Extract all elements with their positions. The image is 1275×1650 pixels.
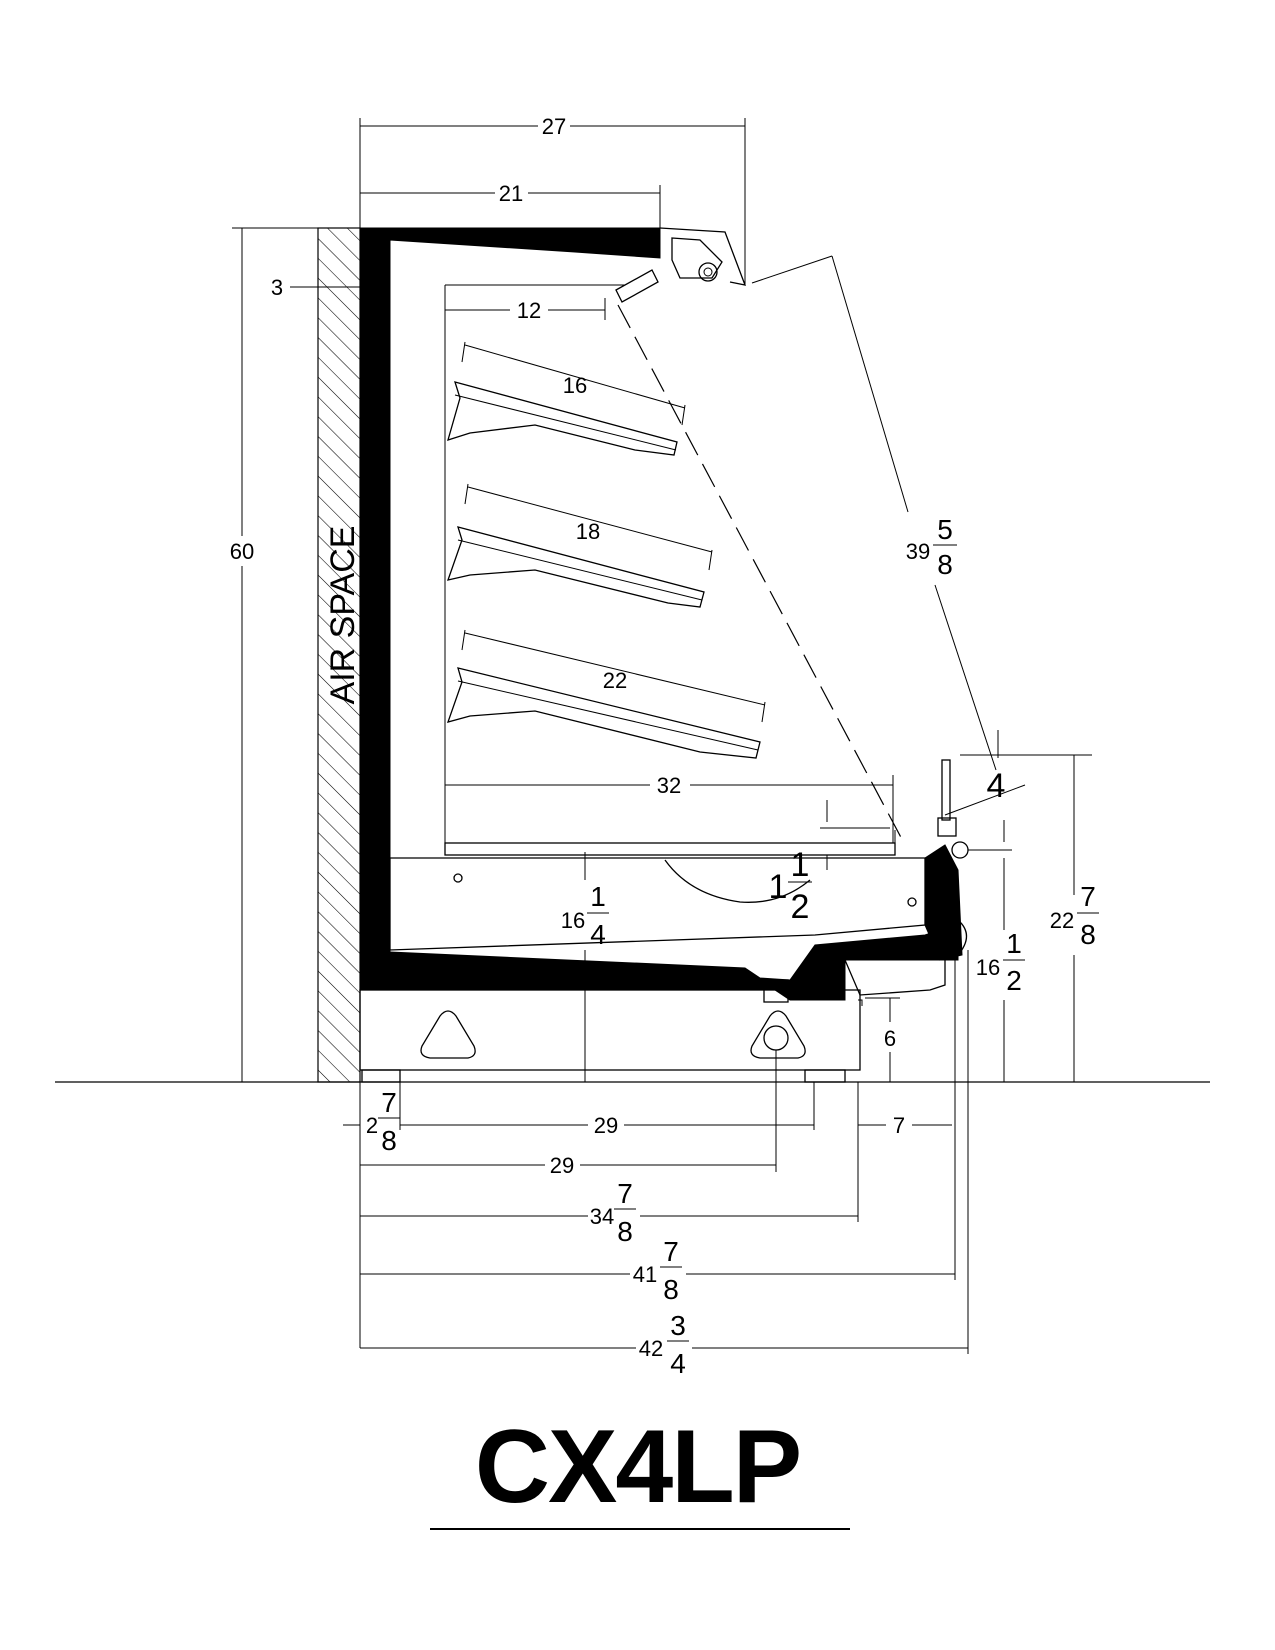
canopy-light-icon xyxy=(698,262,718,282)
model-title: CX4LP xyxy=(474,1409,802,1525)
dim-34-7-8-whole: 34 xyxy=(590,1204,614,1229)
bumper-cap xyxy=(937,817,957,837)
deck-box xyxy=(389,857,926,951)
drain-icon xyxy=(763,1025,789,1051)
dim-21: 21 xyxy=(499,181,523,206)
dim-16-1-2-whole: 16 xyxy=(976,955,1000,980)
dim-22: 22 xyxy=(603,668,627,693)
dim-4: 4 xyxy=(987,767,1006,805)
dim-34-7-8-num: 7 xyxy=(617,1178,633,1209)
dim-41-7-8-den: 8 xyxy=(663,1274,679,1305)
deck-hole-left xyxy=(453,873,463,883)
base-vent-left xyxy=(420,1010,476,1059)
dim-39-num: 5 xyxy=(937,514,953,545)
shelf-2 xyxy=(446,526,705,608)
dim-41-7-8-num: 7 xyxy=(663,1236,679,1267)
dim-34-7-8-den: 8 xyxy=(617,1216,633,1247)
dim-2-7-8-den: 8 xyxy=(381,1125,397,1156)
dim-3: 3 xyxy=(271,275,283,300)
dim-22-7-8-den: 8 xyxy=(1080,919,1096,950)
shelf-3 xyxy=(446,667,761,759)
base-frame xyxy=(359,989,861,1071)
dim-60: 60 xyxy=(230,539,254,564)
dim-16-1-2-num: 1 xyxy=(1006,928,1022,959)
dim-22-7-8-whole: 22 xyxy=(1050,908,1074,933)
dim-41-7-8-whole: 41 xyxy=(633,1262,657,1287)
dim-16-1-4-whole: 16 xyxy=(561,908,585,933)
dim-1-1-2-whole: 1 xyxy=(769,868,788,906)
deck-pan xyxy=(444,842,896,856)
dim-16-1-4-den: 4 xyxy=(590,919,606,950)
dim-29-legs: 29 xyxy=(594,1113,618,1138)
dim-29-drain: 29 xyxy=(550,1153,574,1178)
canopy-light-housing xyxy=(671,237,723,279)
canopy-front xyxy=(659,227,747,286)
dim-2-7-8-whole: 2 xyxy=(366,1113,378,1138)
leg-front xyxy=(804,1069,846,1083)
dim-42-3-4-whole: 42 xyxy=(639,1336,663,1361)
dim-7: 7 xyxy=(893,1113,905,1138)
deck-hole-right xyxy=(907,897,917,907)
top-shelf-light xyxy=(615,269,659,303)
dim-22-7-8-num: 7 xyxy=(1080,881,1096,912)
dim-18: 18 xyxy=(576,519,600,544)
dim-27: 27 xyxy=(542,114,566,139)
leg-rear xyxy=(361,1069,401,1083)
dim-16: 16 xyxy=(563,373,587,398)
title-underline xyxy=(430,1528,850,1530)
bumper-rail xyxy=(941,759,951,821)
air-space-label: AIR SPACE xyxy=(324,526,362,705)
dim-32: 32 xyxy=(657,773,681,798)
dim-39-whole: 39 xyxy=(906,539,930,564)
dim-2-7-8-num: 7 xyxy=(381,1087,397,1118)
dim-16-1-4-num: 1 xyxy=(590,881,606,912)
svg-text:AIR SPACE: AIR SPACE xyxy=(324,526,362,705)
dim-16-1-2-den: 2 xyxy=(1006,965,1022,996)
dim-39-den: 8 xyxy=(937,549,953,580)
dim-1-1-2-num: 1 xyxy=(791,846,810,884)
dim-1-1-2-den: 2 xyxy=(791,888,810,926)
front-riser xyxy=(924,844,963,961)
dim-6: 6 xyxy=(884,1026,896,1051)
case-back-and-canopy xyxy=(359,227,661,959)
base-vent-right xyxy=(750,1010,806,1059)
dim-42-3-4-num: 3 xyxy=(670,1310,686,1341)
dim-12: 12 xyxy=(517,298,541,323)
interior-outline xyxy=(444,285,896,844)
dim-42-3-4-den: 4 xyxy=(670,1348,686,1379)
glass-line xyxy=(617,304,906,846)
shelf-1 xyxy=(447,381,678,456)
